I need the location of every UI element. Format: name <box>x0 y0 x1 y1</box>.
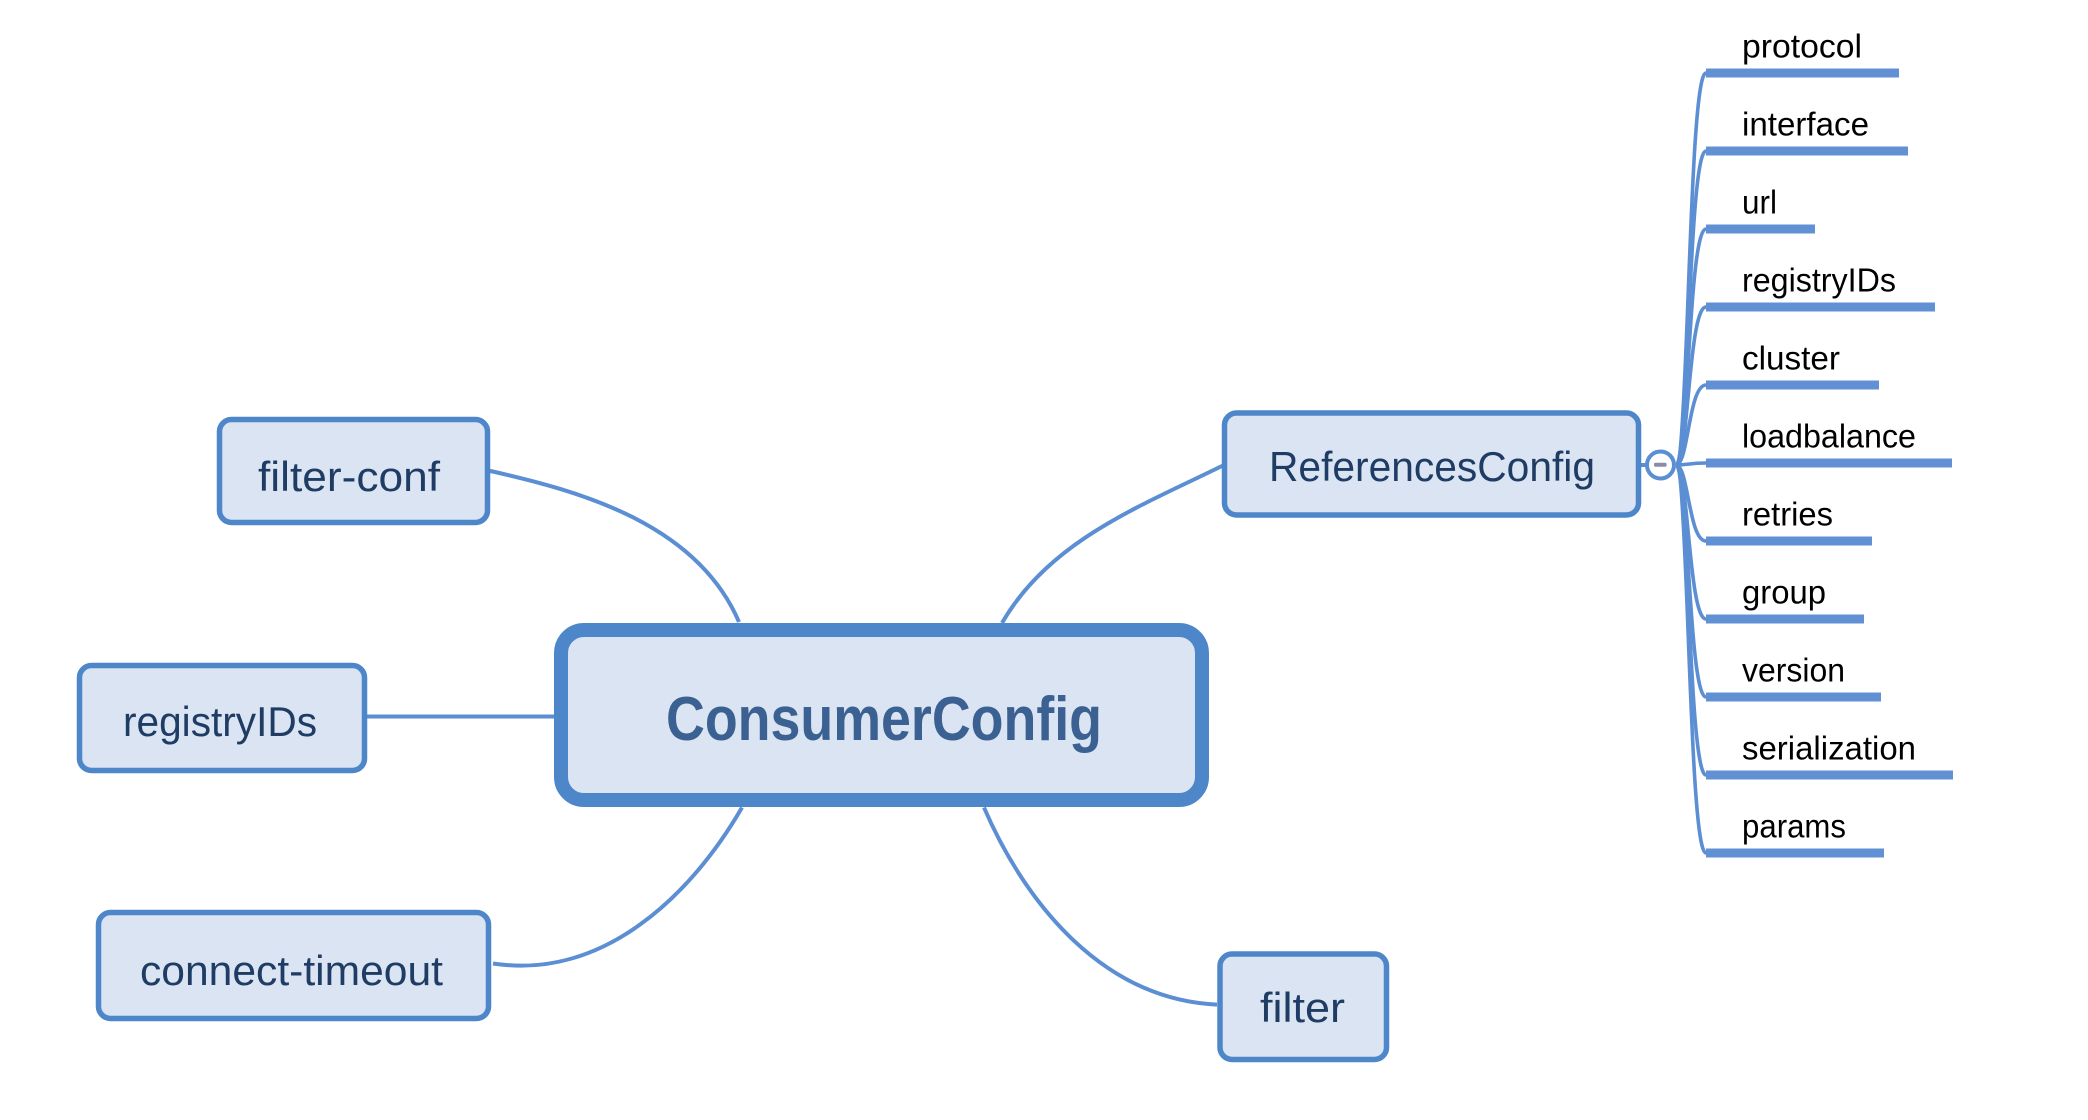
svg-text:group: group <box>1742 574 1826 611</box>
svg-text:connect-timeout: connect-timeout <box>140 947 443 994</box>
svg-text:url: url <box>1742 184 1777 221</box>
svg-text:filter-conf: filter-conf <box>258 453 440 500</box>
svg-text:filter: filter <box>1260 984 1345 1031</box>
svg-text:registryIDs: registryIDs <box>123 698 317 745</box>
svg-text:params: params <box>1742 808 1846 845</box>
svg-text:ReferencesConfig: ReferencesConfig <box>1269 443 1595 490</box>
svg-text:loadbalance: loadbalance <box>1742 418 1916 455</box>
svg-text:protocol: protocol <box>1742 28 1862 65</box>
svg-text:registryIDs: registryIDs <box>1742 262 1896 299</box>
svg-text:retries: retries <box>1742 496 1833 533</box>
svg-text:interface: interface <box>1742 106 1869 143</box>
svg-text:serialization: serialization <box>1742 730 1916 767</box>
svg-text:ConsumerConfig: ConsumerConfig <box>666 685 1102 754</box>
svg-text:cluster: cluster <box>1742 340 1840 377</box>
svg-text:version: version <box>1742 652 1845 689</box>
